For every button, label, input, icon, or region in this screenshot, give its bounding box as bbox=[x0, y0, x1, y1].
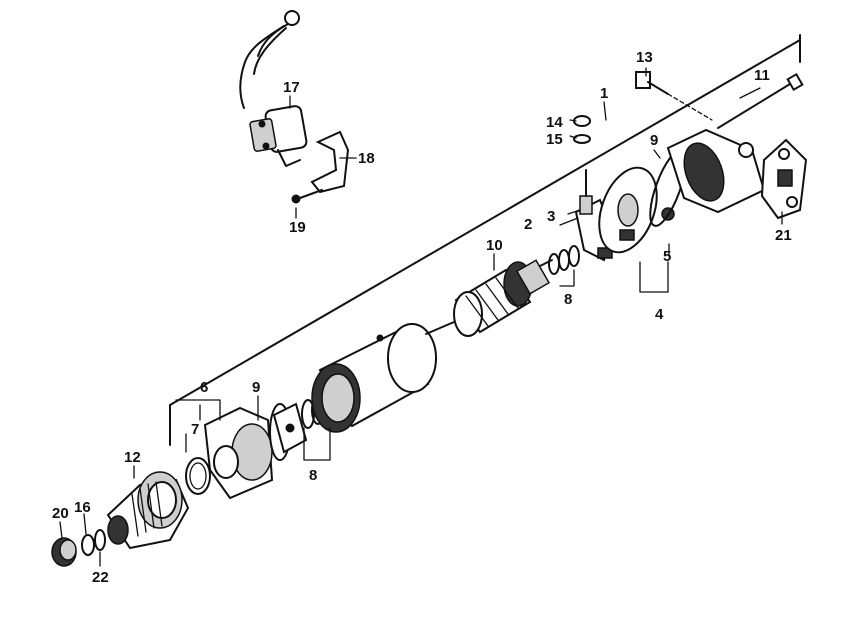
callout-22: 22 bbox=[92, 569, 109, 586]
callout-11: 11 bbox=[754, 67, 770, 84]
through-bolt bbox=[717, 72, 804, 129]
callout-12: 12 bbox=[124, 449, 141, 466]
callout-13: 13 bbox=[636, 49, 653, 66]
terminal-washer bbox=[573, 134, 591, 144]
callout-9a: 9 bbox=[252, 379, 260, 396]
callout-2: 2 bbox=[524, 216, 532, 233]
solenoid-screw bbox=[291, 189, 323, 204]
drive-clutch-assembly bbox=[106, 471, 190, 550]
callout-5: 5 bbox=[663, 248, 671, 265]
solenoid-bracket bbox=[310, 130, 350, 194]
drive-end-housing bbox=[203, 406, 274, 500]
callout-labels: 1 2 3 4 5 6 7 8 8 9 9 10 11 12 13 14 15 … bbox=[52, 49, 792, 586]
commutator-end-cover bbox=[666, 128, 766, 214]
callout-1: 1 bbox=[600, 85, 608, 102]
callout-8a: 8 bbox=[309, 467, 317, 484]
assembly-bracket-lines bbox=[169, 34, 801, 446]
callout-16: 16 bbox=[74, 499, 91, 516]
leader-lines bbox=[59, 67, 783, 567]
callout-15: 15 bbox=[546, 131, 563, 148]
armature bbox=[425, 259, 553, 337]
terminal-cover-plate bbox=[760, 138, 808, 220]
callout-3: 3 bbox=[547, 208, 555, 225]
callout-8b: 8 bbox=[564, 291, 572, 308]
callout-10: 10 bbox=[486, 237, 503, 254]
callout-6: 6 bbox=[200, 379, 208, 396]
field-frame-housing bbox=[311, 323, 437, 433]
snap-ring bbox=[94, 529, 106, 551]
thrust-washer bbox=[81, 534, 95, 556]
callout-19: 19 bbox=[289, 219, 306, 236]
callout-17: 17 bbox=[283, 79, 300, 96]
callout-20: 20 bbox=[52, 505, 69, 522]
callout-14: 14 bbox=[546, 114, 563, 131]
callout-9b: 9 bbox=[650, 132, 658, 149]
callout-21: 21 bbox=[775, 227, 792, 244]
drive-housing-o-ring bbox=[185, 457, 211, 495]
mounting-bolt bbox=[635, 71, 713, 121]
callout-4: 4 bbox=[655, 306, 664, 323]
pinion-cap bbox=[51, 537, 77, 567]
armature-washers bbox=[548, 245, 580, 275]
callout-18: 18 bbox=[358, 150, 375, 167]
brush-plate bbox=[598, 166, 658, 254]
starter-solenoid-relay bbox=[239, 10, 308, 167]
callout-7: 7 bbox=[191, 421, 199, 438]
